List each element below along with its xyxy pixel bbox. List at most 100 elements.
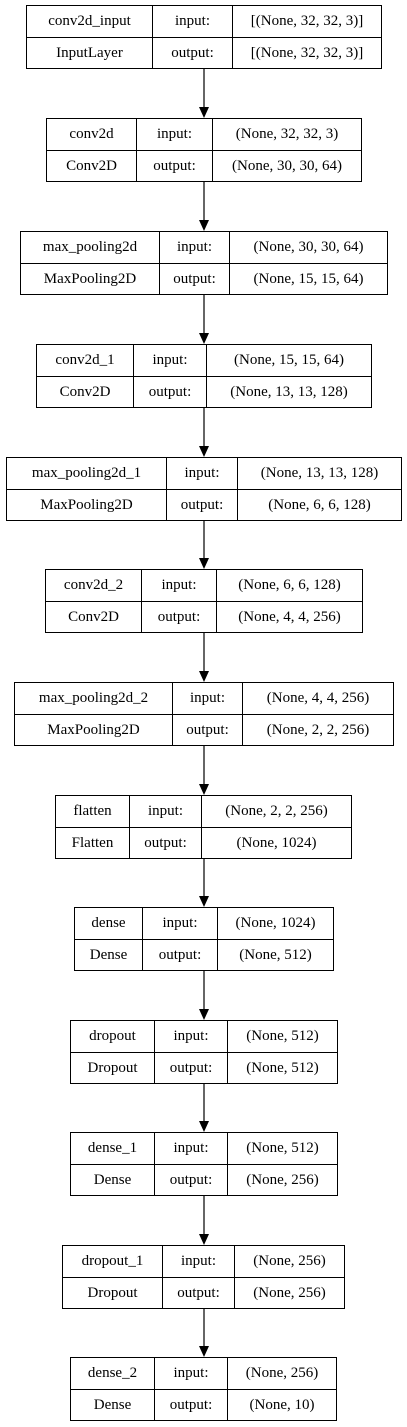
arrowhead [199, 896, 209, 907]
output-label: output: [142, 939, 217, 970]
layer-name: max_pooling2d_1 [31, 465, 142, 481]
input-shape: (None, 256) [227, 1358, 336, 1389]
output-label: output: [166, 489, 237, 520]
arrowhead [199, 446, 209, 457]
layer-node: conv2d input: (None, 32, 32, 3) Conv2D o… [46, 118, 362, 182]
arrowhead [199, 220, 209, 231]
arrowhead [199, 558, 209, 569]
output-label: output: [154, 1164, 227, 1195]
layer-node: max_pooling2d_1 input: (None, 13, 13, 12… [6, 457, 402, 521]
input-shape: (None, 2, 2, 256) [201, 796, 351, 827]
input-shape: [(None, 32, 32, 3)] [232, 6, 381, 37]
edge-arrow [199, 633, 209, 682]
input-shape: (None, 4, 4, 256) [242, 683, 393, 714]
output-label: output: [136, 150, 212, 181]
layer-node: dense input: (None, 1024) Dense output: … [74, 907, 334, 971]
output-label: output: [129, 827, 201, 858]
arrowhead [199, 107, 209, 118]
layer-type: Dropout [71, 1052, 154, 1083]
layer-name: conv2d [69, 126, 114, 142]
arrowhead [199, 784, 209, 795]
output-shape: (None, 256) [234, 1277, 344, 1308]
layer-name: conv2d_1 [55, 352, 115, 368]
edge-arrow [199, 521, 209, 569]
input-shape: (None, 512) [227, 1133, 337, 1164]
output-shape: (None, 512) [217, 939, 333, 970]
output-shape: (None, 2, 2, 256) [242, 714, 393, 745]
output-label: output: [141, 601, 216, 632]
input-shape: (None, 32, 32, 3) [212, 119, 361, 150]
input-label: input: [162, 1246, 234, 1277]
layer-node: dense_1 input: (None, 512) Dense output:… [70, 1132, 338, 1196]
layer-type: MaxPooling2D [21, 263, 159, 294]
layer-node: max_pooling2d_2 input: (None, 4, 4, 256)… [14, 682, 394, 746]
output-shape: (None, 256) [227, 1164, 337, 1195]
layer-node: dense_2 input: (None, 256) Dense output:… [70, 1357, 337, 1421]
input-label: input: [154, 1021, 227, 1052]
input-shape: (None, 6, 6, 128) [216, 570, 362, 601]
edge-arrow [199, 1084, 209, 1132]
output-shape: (None, 512) [227, 1052, 337, 1083]
arrowhead [199, 1121, 209, 1132]
input-label: input: [141, 570, 216, 601]
input-label: input: [172, 683, 242, 714]
input-label: input: [152, 6, 232, 37]
layer-name: conv2d_input [48, 13, 131, 29]
input-label: input: [166, 458, 237, 489]
layer-type: MaxPooling2D [15, 714, 172, 745]
output-label: output: [133, 376, 206, 407]
edge-arrow [199, 1196, 209, 1245]
input-label: input: [159, 232, 229, 263]
edge-arrow [199, 69, 209, 118]
output-shape: (None, 10) [227, 1389, 336, 1420]
edge-arrow [199, 408, 209, 457]
layer-type: InputLayer [27, 37, 152, 68]
output-label: output: [154, 1389, 227, 1420]
edge-arrow [199, 859, 209, 907]
edge-arrow [199, 746, 209, 795]
layer-node: dropout_1 input: (None, 256) Dropout out… [62, 1245, 345, 1309]
layer-node: conv2d_input input: [(None, 32, 32, 3)] … [26, 5, 382, 69]
edge-arrow [199, 295, 209, 344]
layer-name: dense_2 [87, 1365, 138, 1381]
layer-name: flatten [73, 803, 112, 819]
layer-node: flatten input: (None, 2, 2, 256) Flatten… [55, 795, 352, 859]
input-label: input: [142, 908, 217, 939]
layer-name: dense [91, 915, 126, 931]
output-shape: (None, 4, 4, 256) [216, 601, 362, 632]
input-label: input: [154, 1133, 227, 1164]
layer-type: Dense [75, 939, 142, 970]
input-shape: (None, 512) [227, 1021, 337, 1052]
layer-type: Dense [71, 1164, 154, 1195]
output-label: output: [152, 37, 232, 68]
layer-name: dropout_1 [81, 1253, 144, 1269]
layer-type: Conv2D [37, 376, 133, 407]
layer-type: Dense [71, 1389, 154, 1420]
output-shape: [(None, 32, 32, 3)] [232, 37, 381, 68]
layer-node: conv2d_1 input: (None, 15, 15, 64) Conv2… [36, 344, 372, 408]
layer-name: max_pooling2d_2 [38, 690, 149, 706]
input-shape: (None, 30, 30, 64) [229, 232, 387, 263]
output-label: output: [172, 714, 242, 745]
layer-type: Conv2D [47, 150, 136, 181]
layer-name: max_pooling2d [42, 239, 138, 255]
arrowhead [199, 1009, 209, 1020]
output-shape: (None, 13, 13, 128) [206, 376, 371, 407]
arrowhead [199, 671, 209, 682]
output-shape: (None, 6, 6, 128) [237, 489, 401, 520]
input-shape: (None, 1024) [217, 908, 333, 939]
layer-node: dropout input: (None, 512) Dropout outpu… [70, 1020, 338, 1084]
layer-name: conv2d_2 [63, 577, 124, 593]
layer-node: conv2d_2 input: (None, 6, 6, 128) Conv2D… [45, 569, 363, 633]
input-label: input: [154, 1358, 227, 1389]
layer-node: max_pooling2d input: (None, 30, 30, 64) … [20, 231, 388, 295]
input-shape: (None, 13, 13, 128) [237, 458, 401, 489]
input-label: input: [129, 796, 201, 827]
input-label: input: [136, 119, 212, 150]
output-shape: (None, 1024) [201, 827, 351, 858]
output-label: output: [154, 1052, 227, 1083]
output-shape: (None, 15, 15, 64) [229, 263, 387, 294]
layer-type: Flatten [56, 827, 129, 858]
layer-type: Conv2D [46, 601, 141, 632]
